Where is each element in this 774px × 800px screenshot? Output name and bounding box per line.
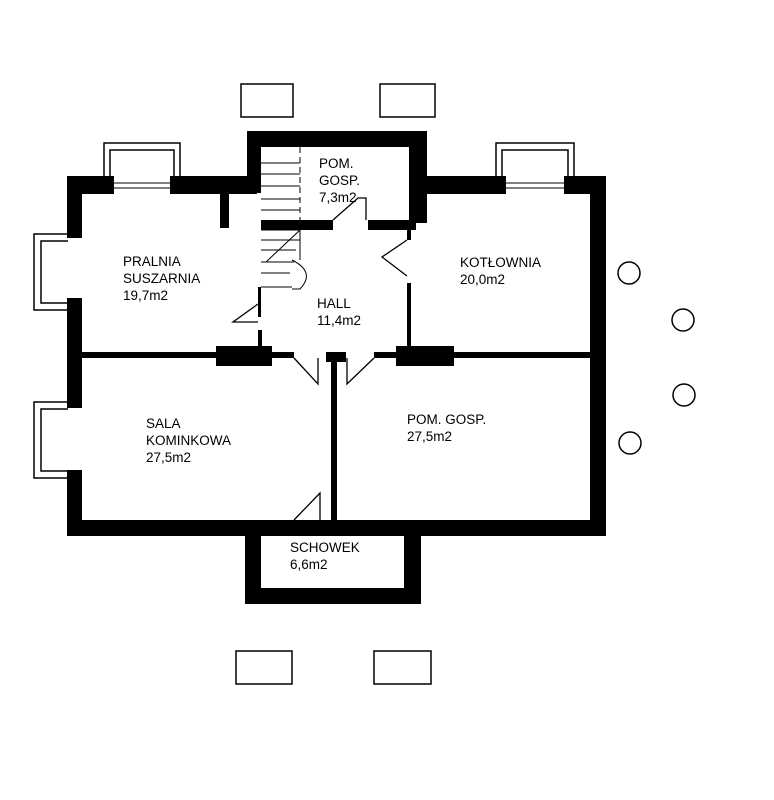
room-area: 19,7m2 <box>123 288 169 303</box>
door <box>293 491 321 521</box>
room-name: POM. <box>319 156 354 171</box>
room-name: KOTŁOWNIA <box>460 255 542 270</box>
room-label-sala-kominkowa: SALA KOMINKOWA 27,5m2 <box>146 415 231 466</box>
windows <box>114 176 564 194</box>
room-label-kotlownia: KOTŁOWNIA 20,0m2 <box>460 254 541 288</box>
room-name: SCHOWEK <box>290 540 360 555</box>
room-name: SUSZARNIA <box>123 271 201 286</box>
room-name: KOMINKOWA <box>146 433 232 448</box>
circles <box>617 261 696 455</box>
door <box>293 357 319 386</box>
room-label-pom-gosp-large: POM. GOSP. 27,5m2 <box>407 411 486 445</box>
light-wells <box>33 83 575 685</box>
tree-circle <box>618 431 642 455</box>
room-name: HALL <box>317 296 351 311</box>
room-area: 11,4m2 <box>317 313 362 328</box>
stairs <box>261 147 307 290</box>
walls <box>67 131 606 604</box>
room-label-hall: HALL 11,4m2 <box>317 295 361 329</box>
door <box>332 197 367 221</box>
light-well <box>373 650 432 685</box>
tree-circle <box>671 308 695 332</box>
room-label-pralnia: PRALNIA SUSZARNIA 19,7m2 <box>123 253 200 304</box>
room-area: 27,5m2 <box>407 429 453 444</box>
light-well <box>379 83 436 118</box>
tree-circle <box>672 383 696 407</box>
doors <box>230 197 408 521</box>
light-well <box>33 233 68 311</box>
door <box>346 357 375 386</box>
room-area: 27,5m2 <box>146 450 192 465</box>
door <box>380 239 408 277</box>
room-area: 20,0m2 <box>460 272 506 287</box>
room-name: PRALNIA <box>123 254 181 269</box>
room-name: GOSP. <box>319 173 361 188</box>
light-well <box>240 83 294 118</box>
room-area: 6,6m2 <box>290 557 328 572</box>
light-well <box>235 650 293 685</box>
room-label-schowek: SCHOWEK 6,6m2 <box>290 539 360 573</box>
door <box>230 303 259 323</box>
tree-circle <box>617 261 641 285</box>
light-well <box>495 142 575 178</box>
light-well <box>33 401 68 479</box>
light-well <box>103 142 181 178</box>
room-label-pom-gosp-small: POM. GOSP. 7,3m2 <box>319 155 360 206</box>
room-area: 7,3m2 <box>319 190 357 205</box>
room-name: SALA <box>146 416 181 431</box>
room-name: POM. GOSP. <box>407 412 487 427</box>
